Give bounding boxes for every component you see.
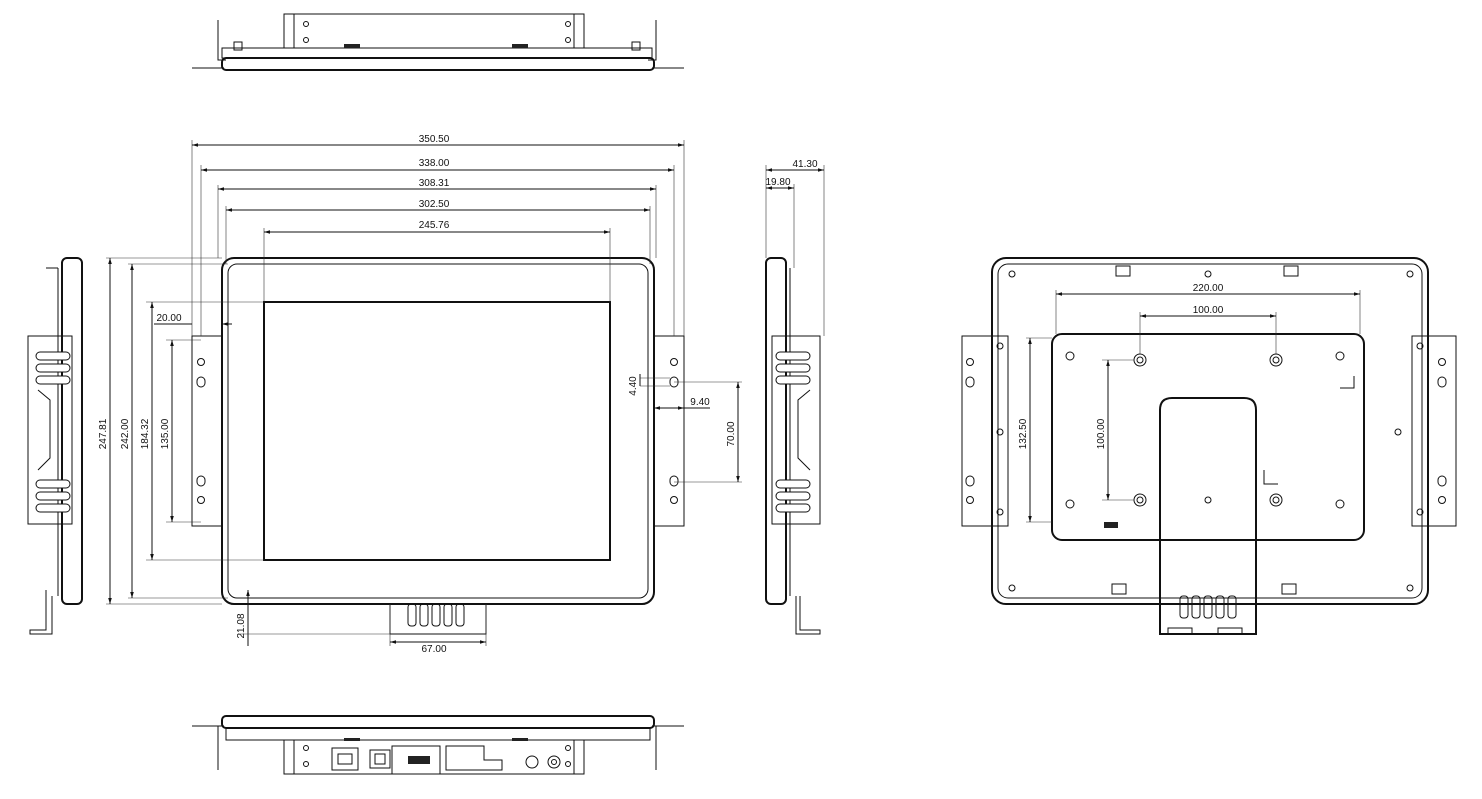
top-view [192, 13, 684, 71]
lan-port [331, 747, 359, 771]
dim-184: 184.32 [140, 418, 151, 449]
dim-338: 338.00 [419, 158, 450, 169]
rear-dimensions: 220.00 100.00 132.50 100.00 [1018, 283, 1361, 523]
dim-302: 302.50 [419, 199, 450, 210]
dim-135: 135.00 [160, 418, 171, 449]
dim-350: 350.50 [419, 134, 450, 145]
front-view [191, 257, 685, 635]
front-vertical-dimensions: 247.81 242.00 184.32 135.00 4.40 70.00 2… [98, 257, 742, 646]
dim-308: 308.31 [419, 178, 450, 189]
right-side-view: 41.30 19.80 [765, 159, 825, 635]
dim-220: 220.00 [1193, 283, 1224, 294]
dim-70: 70.00 [726, 421, 737, 446]
left-side-view [27, 257, 83, 635]
dc-jack [525, 755, 539, 769]
dim-247: 247.81 [98, 418, 109, 449]
dim-132: 132.50 [1018, 418, 1029, 449]
rear-view [961, 257, 1457, 635]
usb-port [369, 749, 391, 769]
dim-21: 21.08 [236, 613, 247, 638]
dim-4: 4.40 [628, 376, 639, 396]
dim-20: 20.00 [156, 313, 181, 324]
bottom-view [192, 715, 684, 775]
dim-242: 242.00 [120, 418, 131, 449]
dim-100-horizontal: 100.00 [1193, 305, 1224, 316]
dim-9: 9.40 [690, 397, 710, 408]
front-horizontal-dimensions: 350.50 338.00 308.31 302.50 245.76 20.00… [154, 134, 710, 655]
dim-245: 245.76 [419, 220, 450, 231]
dim-100-vertical: 100.00 [1096, 418, 1107, 449]
dim-41: 41.30 [792, 159, 817, 170]
dim-19: 19.80 [765, 177, 790, 188]
dim-67: 67.00 [421, 644, 446, 655]
